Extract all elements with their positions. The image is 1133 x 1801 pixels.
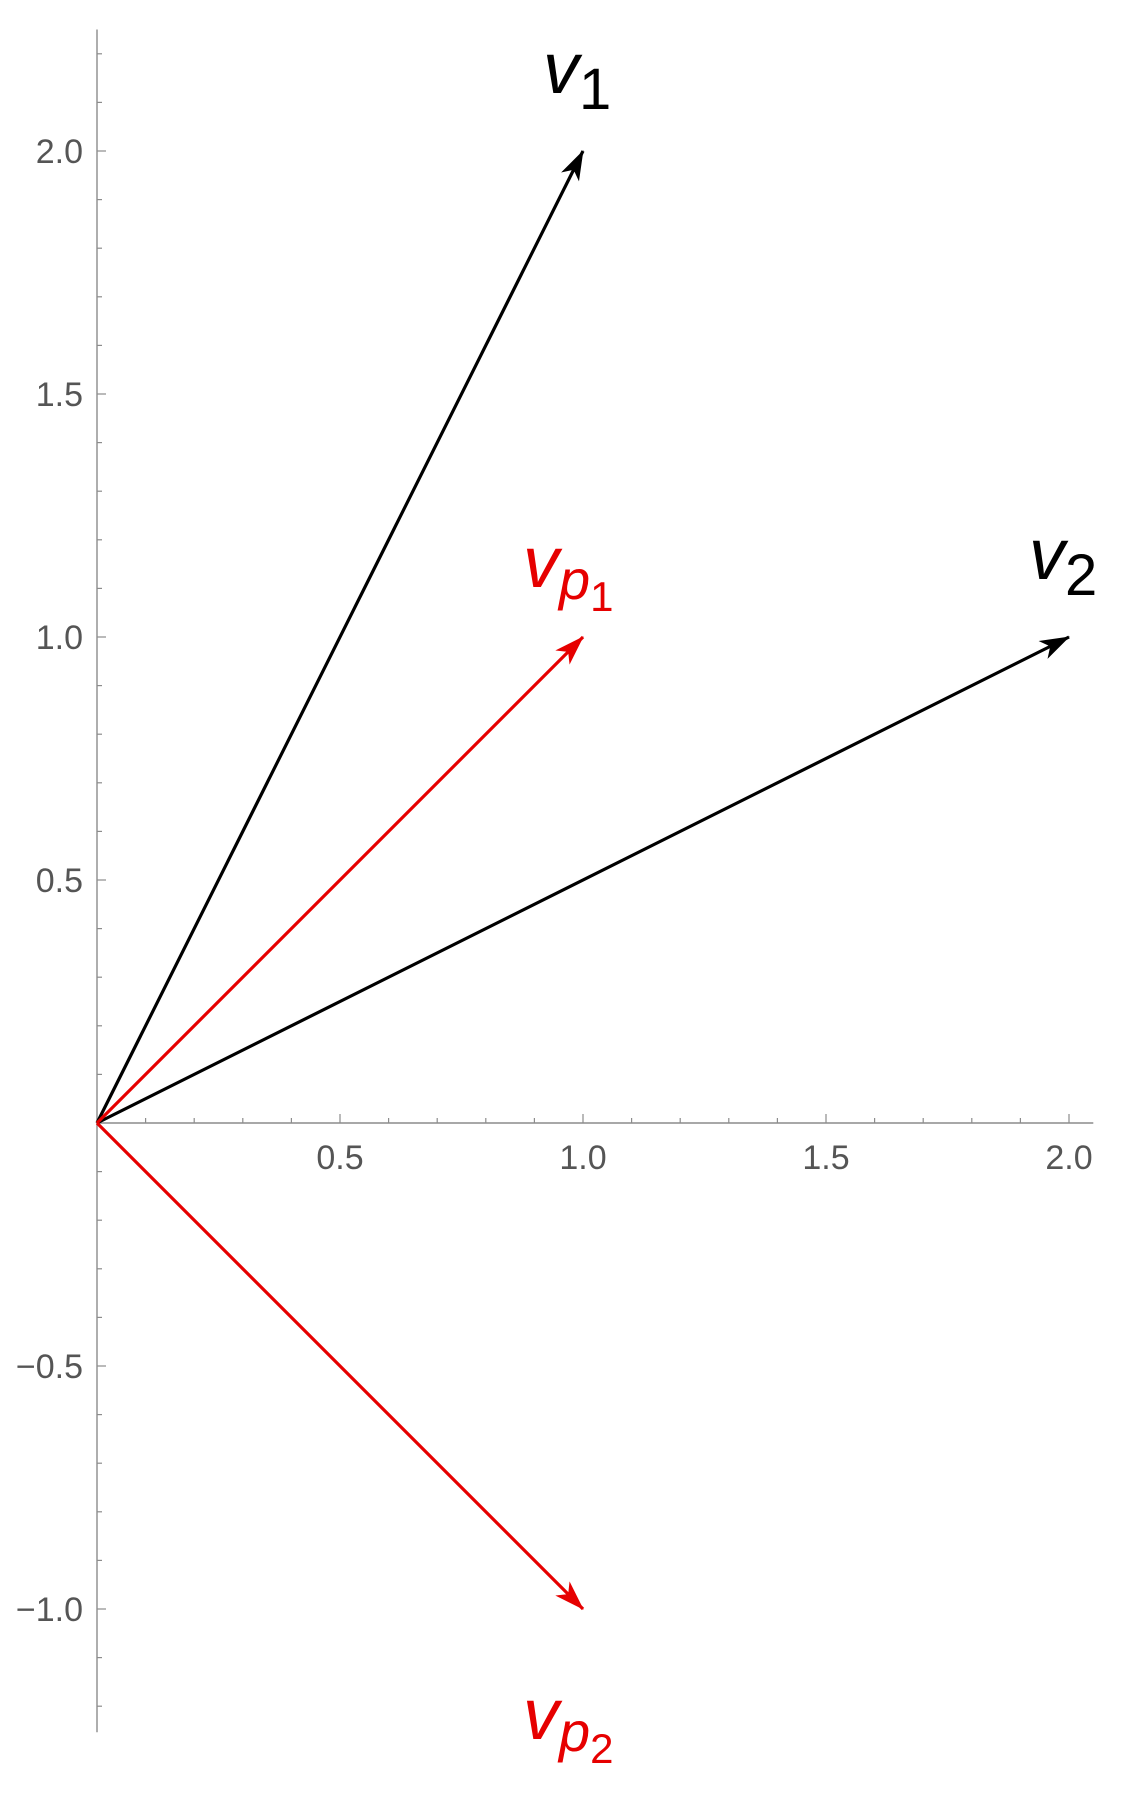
x-tick-label: 2.0 <box>1045 1139 1092 1177</box>
vector-arrow-vp1 <box>95 635 585 1125</box>
x-tick-label: 1.5 <box>802 1139 849 1177</box>
vector-label-vp1: vp1 <box>523 523 614 620</box>
vector-label-v1: v1 <box>543 29 611 122</box>
axes <box>96 29 1094 1733</box>
vector-labels: v1 v2 vp1 vp2 <box>523 29 1097 1772</box>
y-tick-label: 0.5 <box>36 862 83 900</box>
y-tick-label: 2.0 <box>36 133 83 171</box>
y-tick-label: 1.5 <box>36 376 83 414</box>
vector-arrow-v2 <box>96 635 1070 1125</box>
vector-label-vp2: vp2 <box>523 1675 614 1772</box>
x-tick-label: 0.5 <box>316 1139 363 1177</box>
axis-ticks: 0.5 1.0 1.5 2.0 −1.0 −0.5 0.5 1.0 1.5 2.0 <box>16 53 1093 1707</box>
vectors <box>95 150 1070 1611</box>
y-tick-label: 1.0 <box>36 619 83 657</box>
vector-label-v2: v2 <box>1029 515 1097 608</box>
x-tick-label: 1.0 <box>559 1139 606 1177</box>
y-tick-label: −0.5 <box>16 1348 83 1386</box>
vector-arrow-vp2 <box>95 1121 585 1611</box>
y-tick-label: −1.0 <box>16 1591 83 1629</box>
vector-arrow-v1 <box>95 150 585 1124</box>
